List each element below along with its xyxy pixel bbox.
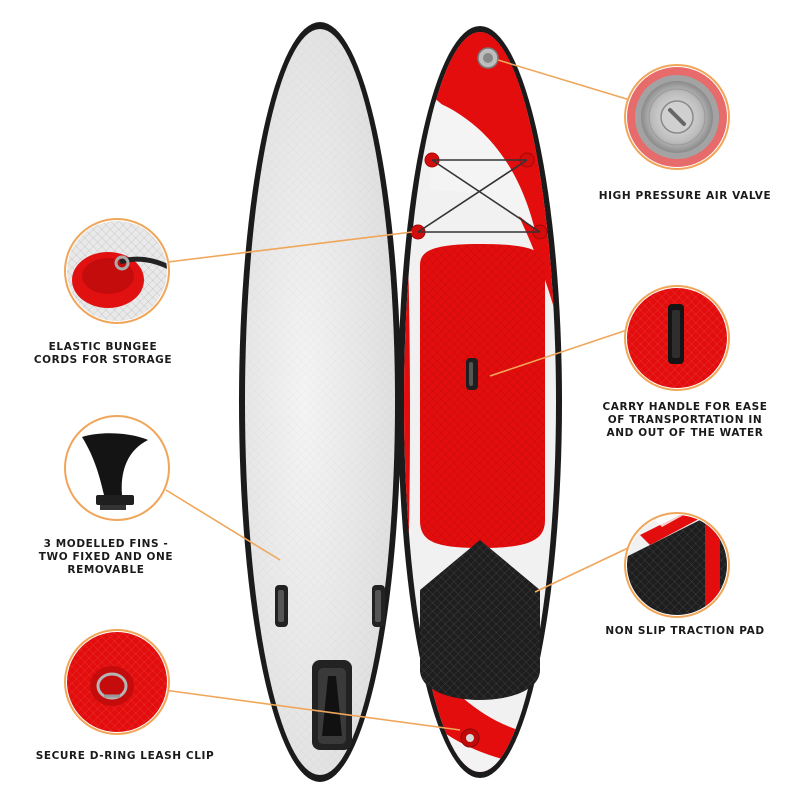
- bungee-cords-caption: ELASTIC BUNGEE CORDS FOR STORAGE: [33, 341, 173, 366]
- center-fin-box: [312, 660, 352, 750]
- traction-pad-caption: NON SLIP TRACTION PAD: [605, 625, 765, 637]
- carry-handle: [466, 358, 478, 390]
- traction-pad-closeup-icon: [624, 512, 730, 618]
- callout-lines: [163, 59, 631, 731]
- bungee-cords: [410, 152, 548, 240]
- d-ring-leash-clip-icon: [64, 629, 170, 735]
- air-valve: [477, 47, 499, 69]
- carry-handle-icon: [624, 285, 730, 391]
- fins-caption: 3 MODELLED FINS - TWO FIXED AND ONE REMO…: [38, 538, 174, 576]
- carry-handle-caption: CARRY HANDLE FOR EASE OF TRANSPORTATION …: [602, 401, 768, 439]
- air-valve-icon: [624, 64, 730, 170]
- removable-fin-icon: [64, 415, 170, 521]
- d-ring-caption: SECURE D-RING LEASH CLIP: [35, 750, 215, 762]
- side-fin-right: [372, 585, 385, 627]
- board-deck-side: [398, 26, 562, 778]
- air-valve-caption: HIGH PRESSURE AIR VALVE: [598, 190, 772, 202]
- side-fin-left: [275, 585, 288, 627]
- board-bottom-side: [239, 22, 401, 782]
- bungee-d-ring-closeup-icon: [64, 218, 170, 324]
- tail-d-ring: [460, 728, 480, 748]
